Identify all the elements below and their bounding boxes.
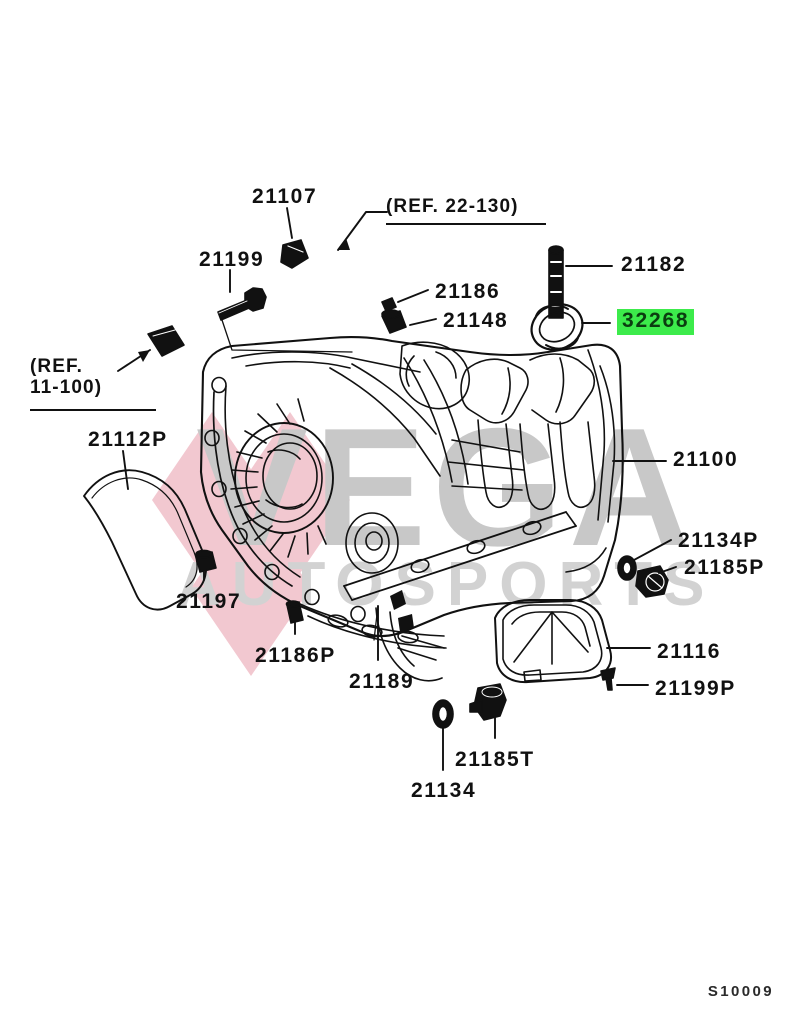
callout-21148: 21148	[443, 309, 509, 332]
callout-21134P: 21134P	[678, 529, 759, 552]
callout-32268-highlighted: 32268	[617, 309, 695, 335]
callout-21197: 21197	[176, 590, 242, 613]
callout-21116: 21116	[657, 640, 722, 663]
callout-21185P: 21185P	[684, 556, 765, 579]
callout-21134: 21134	[411, 779, 477, 802]
callout-ref-22-130-underline	[386, 223, 546, 225]
callout-21185T: 21185T	[455, 748, 535, 771]
callout-21107: 21107	[252, 185, 318, 208]
callout-21199: 21199	[199, 248, 265, 271]
callout-21186: 21186	[435, 280, 501, 303]
callout-21112P: 21112P	[88, 428, 168, 451]
callout-ref-11-100-line1: (REF.	[30, 356, 83, 377]
callout-ref-11-100: (REF. 11-100)	[30, 356, 103, 398]
callout-21186P: 21186P	[255, 644, 336, 667]
callout-21199P: 21199P	[655, 677, 736, 700]
callout-ref-22-130: (REF. 22-130)	[386, 196, 519, 217]
diagram-plate-code: S10009	[707, 983, 774, 1000]
callout-ref-11-100-line2: 11-100)	[30, 376, 103, 398]
callout-ref-11-100-underline	[30, 409, 156, 411]
callout-21182: 21182	[621, 253, 687, 276]
callout-21100: 21100	[673, 448, 739, 471]
callout-21189: 21189	[349, 670, 415, 693]
